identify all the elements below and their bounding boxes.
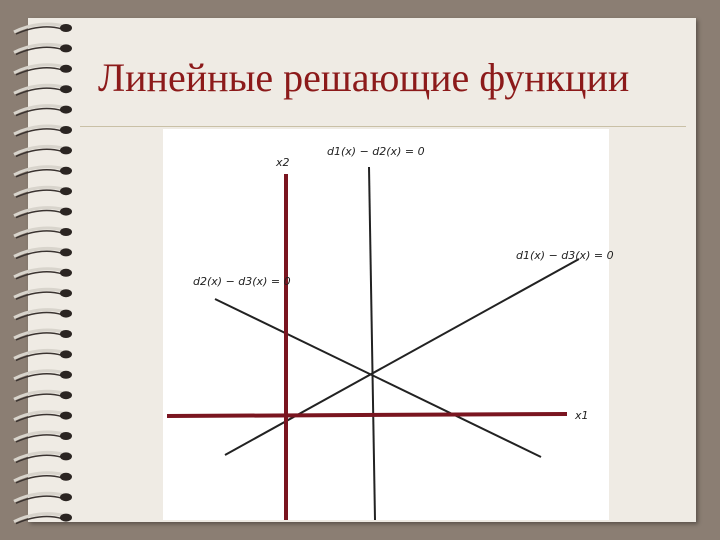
spiral-ring xyxy=(13,430,72,443)
spiral-ring xyxy=(13,410,72,423)
spiral-ring xyxy=(13,83,72,96)
spiral-ring xyxy=(13,328,72,341)
slide-title: Линейные решающие функции xyxy=(98,55,630,100)
spiral-ring xyxy=(13,165,72,178)
spiral-ring xyxy=(13,22,72,35)
boundary-line-d12 xyxy=(368,166,376,521)
spiral-ring xyxy=(13,104,72,117)
x2-axis-label: x2 xyxy=(275,156,290,169)
spiral-ring xyxy=(13,491,72,504)
x1-axis-label: x1 xyxy=(574,409,589,422)
title-divider xyxy=(80,126,686,127)
spiral-ring xyxy=(13,206,72,219)
label-d12: d1(x) − d2(x) = 0 xyxy=(327,145,425,158)
figure-canvas: x2 x1 d1(x) − d2(x) = 0 d1(x) − d3(x) = … xyxy=(166,145,614,521)
spiral-binding xyxy=(13,22,72,525)
spiral-ring xyxy=(13,246,72,260)
spiral-ring xyxy=(13,287,72,300)
spiral-ring xyxy=(13,369,72,382)
label-d23: d2(x) − d3(x) = 0 xyxy=(193,275,291,288)
boundary-line-d23 xyxy=(214,298,542,458)
label-d13: d1(x) − d3(x) = 0 xyxy=(516,249,614,262)
spiral-ring xyxy=(13,144,72,158)
spiral-ring xyxy=(13,471,72,484)
spiral-ring xyxy=(13,308,72,321)
spiral-ring xyxy=(13,267,72,280)
x1-axis xyxy=(166,412,568,418)
spiral-ring xyxy=(13,450,72,464)
spiral-ring xyxy=(13,512,72,525)
spiral-ring xyxy=(13,63,72,76)
boundary-line-d13 xyxy=(224,258,580,456)
spiral-ring xyxy=(13,389,72,402)
spiral-ring xyxy=(13,226,72,239)
spiral-ring xyxy=(13,42,72,56)
spiral-ring xyxy=(13,348,72,362)
spiral-ring xyxy=(13,124,72,137)
decision-functions-figure: x2 x1 d1(x) − d2(x) = 0 d1(x) − d3(x) = … xyxy=(163,129,614,521)
spiral-ring xyxy=(13,185,72,198)
